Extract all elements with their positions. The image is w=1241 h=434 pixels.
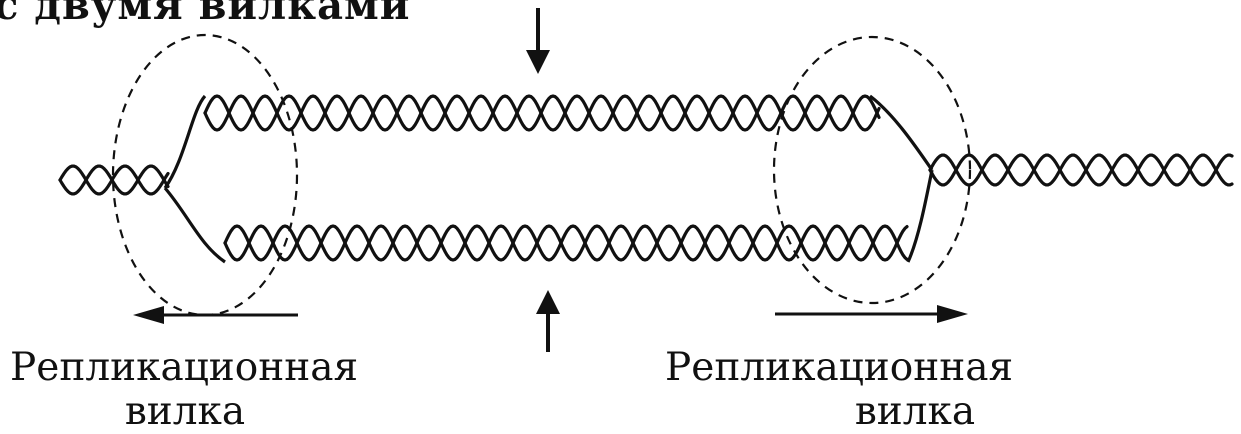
left-fork-label-line1: Репликационная (10, 348, 430, 387)
right-fork-bottom-branch (908, 170, 932, 262)
diagram-caption: с двумя вилками (0, 0, 410, 29)
right-fork-ellipse (774, 37, 970, 303)
left-fork-bottom-branch (165, 188, 225, 262)
left-fork-top-branch (165, 96, 205, 188)
left-fork-label-line2: вилка (45, 392, 325, 431)
origin-arrow-bottom (536, 290, 560, 352)
dna-strands (60, 96, 1232, 260)
right-direction-arrow (775, 305, 968, 323)
origin-arrow-top (526, 8, 550, 74)
right-fork-label-line1: Репликационная (665, 348, 1085, 387)
right-fork-label-line2: вилка (775, 392, 1055, 431)
left-direction-arrow (133, 306, 298, 324)
